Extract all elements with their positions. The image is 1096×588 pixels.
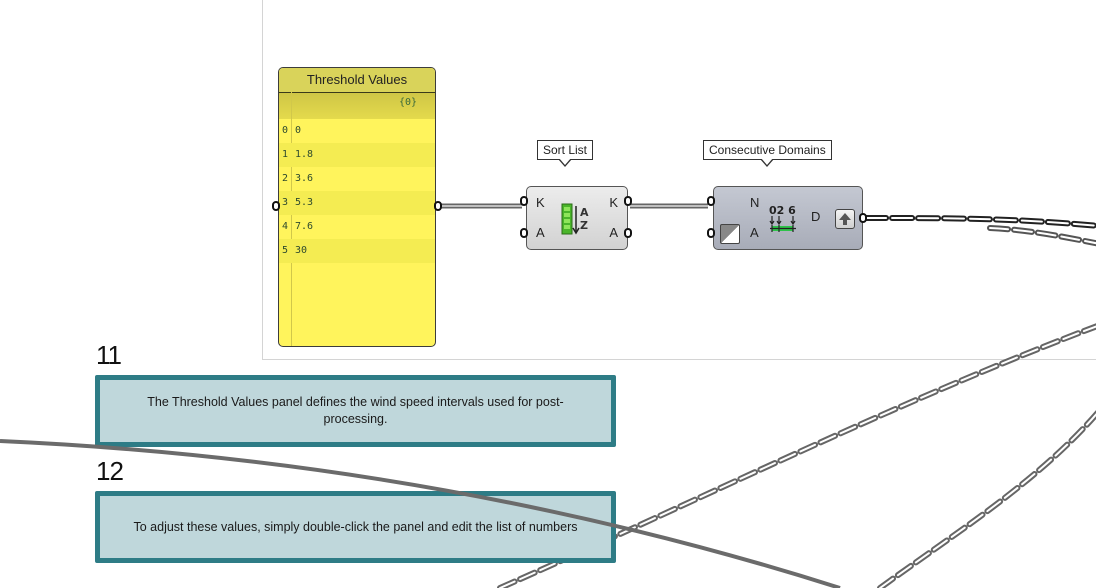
- row-value: 3.6: [295, 173, 314, 184]
- output-d-label: D: [811, 209, 821, 224]
- input-a-label: A: [750, 225, 759, 240]
- domains-input-a-grip[interactable]: [707, 228, 715, 238]
- row-index: 3: [282, 197, 289, 208]
- input-a-label: A: [536, 225, 545, 240]
- sort-output-k-grip[interactable]: [624, 196, 632, 206]
- wire-dashed-long-2[interactable]: [877, 409, 1096, 588]
- boolean-toggle-icon[interactable]: [720, 224, 740, 244]
- callout-text-11: The Threshold Values panel defines the w…: [147, 395, 564, 426]
- row-value: 5.3: [295, 197, 314, 208]
- panel-index-divider: [291, 92, 292, 346]
- sort-list-component[interactable]: K A K A A Z: [526, 186, 628, 250]
- row-value: 7.6: [295, 221, 314, 232]
- consecutive-domains-component[interactable]: N A 02 6 D: [713, 186, 863, 250]
- sort-input-k-grip[interactable]: [520, 196, 528, 206]
- sort-icon-a: A: [580, 206, 589, 219]
- row-value: 0: [295, 125, 302, 136]
- wire-domains-output[interactable]: [863, 215, 1096, 247]
- row-value: 30: [295, 245, 308, 256]
- callout-box-11: The Threshold Values panel defines the w…: [95, 375, 616, 447]
- sort-icon-z: Z: [580, 219, 588, 232]
- row-index: 2: [282, 173, 289, 184]
- callout-number-12: 12: [96, 456, 124, 486]
- panel-output-grip[interactable]: [434, 201, 442, 211]
- panel-row: 5 30: [279, 239, 435, 263]
- output-k-label: K: [609, 195, 618, 210]
- sort-output-a-grip[interactable]: [624, 228, 632, 238]
- consecutive-domains-tooltip: Consecutive Domains: [703, 140, 832, 167]
- graft-arrow-icon[interactable]: [835, 209, 855, 229]
- domains-icon-numbers: 02 6: [769, 204, 796, 217]
- sort-input-a-grip[interactable]: [520, 228, 528, 238]
- row-index: 0: [282, 125, 289, 136]
- row-index: 1: [282, 149, 289, 160]
- row-value: 1.8: [295, 149, 314, 160]
- callout-text-12: To adjust these values, simply double-cl…: [133, 519, 578, 534]
- panel-title: Threshold Values: [279, 68, 435, 93]
- panel-path-label: {0}: [398, 97, 417, 108]
- domains-input-n-grip[interactable]: [707, 196, 715, 206]
- panel-input-grip[interactable]: [272, 201, 280, 211]
- sort-list-tooltip: Sort List: [537, 140, 594, 167]
- consecutive-domains-icon: 02 6: [766, 203, 804, 237]
- output-a-label: A: [609, 225, 618, 240]
- panel-data-path: {0}: [279, 93, 435, 119]
- row-index: 4: [282, 221, 289, 232]
- domains-output-d-grip[interactable]: [859, 213, 867, 223]
- row-index: 5: [282, 245, 289, 256]
- callout-box-12: To adjust these values, simply double-cl…: [95, 491, 616, 563]
- input-n-label: N: [750, 195, 760, 210]
- input-k-label: K: [536, 195, 545, 210]
- callout-number-11: 11: [96, 340, 122, 370]
- sort-list-icon: A Z: [561, 202, 591, 236]
